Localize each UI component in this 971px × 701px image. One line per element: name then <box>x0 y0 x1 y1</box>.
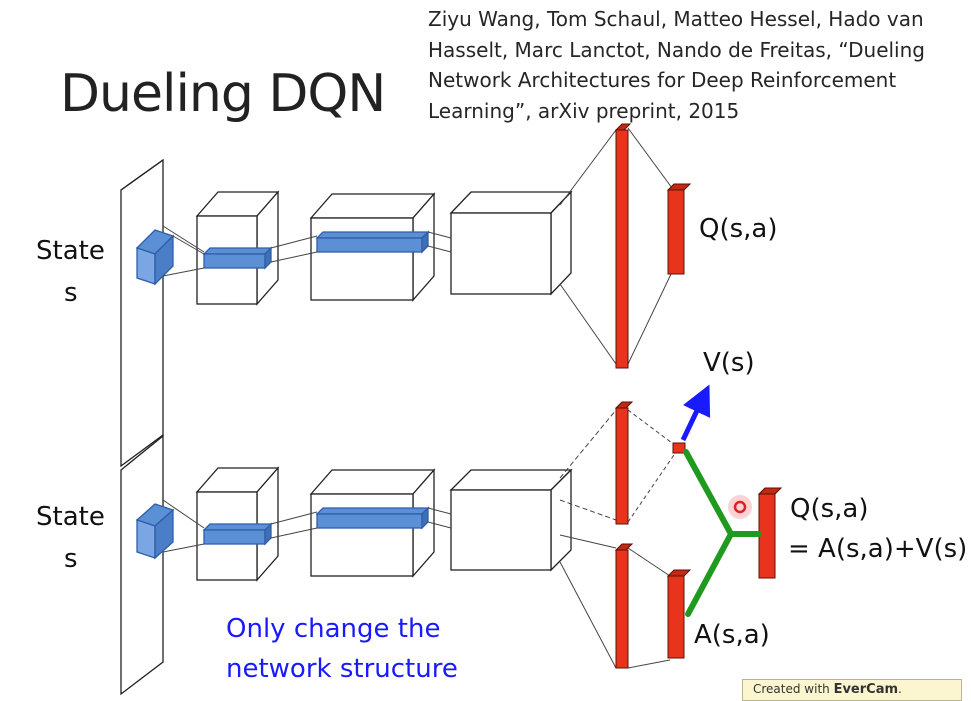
evercam-watermark: Created with EverCam. <box>742 679 962 701</box>
value-node <box>672 442 686 454</box>
advantage-stream-fc-layer <box>614 543 634 669</box>
citation-line: Hasselt, Marc Lanctot, Nando de Freitas,… <box>428 37 925 62</box>
value-stream-fc-layer <box>614 401 634 525</box>
advantage-label: A(s,a) <box>694 620 770 650</box>
connections-top <box>162 127 673 365</box>
value-label: V(s) <box>703 348 755 378</box>
connections-bottom <box>162 409 677 669</box>
pointer-cursor <box>728 495 752 519</box>
filter-bar-1-top <box>202 246 273 270</box>
state-label-top: State <box>36 236 105 266</box>
state-label-bottom: State <box>36 502 105 532</box>
watermark-prefix: Created with <box>753 682 834 696</box>
aggregation-lines <box>683 449 762 617</box>
note-line: Only change the <box>226 614 441 644</box>
fc-layer-top <box>614 123 632 369</box>
conv-layer-3-top <box>449 190 573 296</box>
q-equation-label: = A(s,a)+V(s) <box>788 534 968 564</box>
watermark-suffix: . <box>898 682 902 696</box>
filter-bar-2-top <box>315 230 430 254</box>
state-symbol-bottom: s <box>64 544 78 574</box>
citation-line: Network Architectures for Deep Reinforce… <box>428 68 897 92</box>
advantage-output-layer <box>666 569 692 659</box>
watermark-brand: EverCam <box>833 682 899 697</box>
conv-layer-3-bottom <box>449 468 573 572</box>
structure-note: Only change the network structure <box>226 609 458 689</box>
filter-bottom <box>135 503 175 560</box>
slide-title: Dueling DQN <box>60 64 386 124</box>
input-slab-bottom <box>120 434 164 696</box>
q-output-layer-bottom <box>757 487 783 579</box>
top-network <box>120 127 673 468</box>
citation: Ziyu Wang, Tom Schaul, Matteo Hessel, Ha… <box>428 4 968 126</box>
input-slab-top <box>120 158 164 468</box>
bottom-network <box>120 409 677 696</box>
value-arrow <box>680 384 711 442</box>
q-label-top: Q(s,a) <box>699 214 778 244</box>
filter-bar-2-bottom <box>315 506 430 530</box>
note-line: network structure <box>226 654 458 684</box>
output-layer-top <box>666 183 692 275</box>
filter-bar-1-bottom <box>202 522 273 546</box>
q-label-bottom: Q(s,a) <box>790 494 869 524</box>
citation-line: Learning”, arXiv preprint, 2015 <box>428 98 740 123</box>
citation-line: Ziyu Wang, Tom Schaul, Matteo Hessel, Ha… <box>428 7 924 31</box>
state-symbol-top: s <box>64 278 78 308</box>
